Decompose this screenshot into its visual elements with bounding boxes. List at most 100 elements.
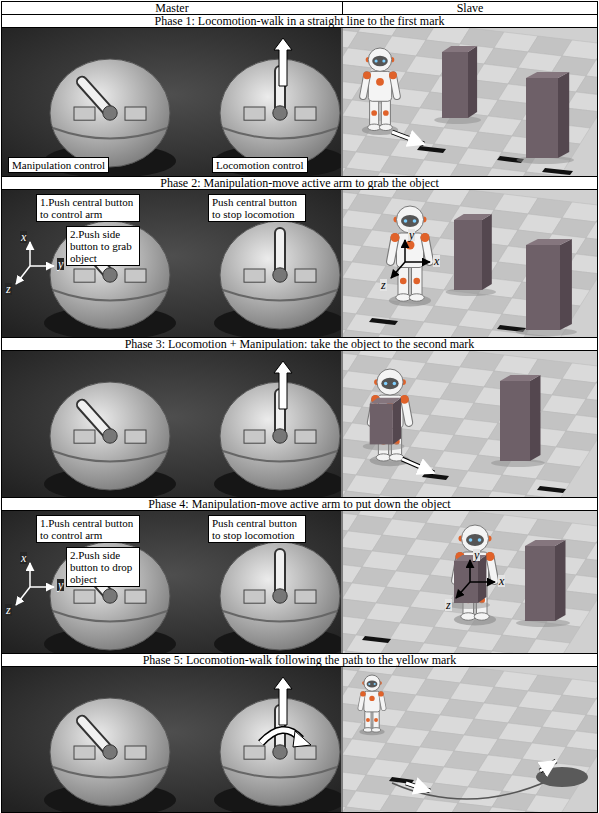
device-dome bbox=[220, 542, 340, 650]
axis-line bbox=[16, 587, 30, 605]
robot-chest bbox=[406, 241, 415, 250]
robot-eye bbox=[375, 59, 378, 62]
robot-shadow bbox=[389, 295, 431, 307]
robot-knee bbox=[383, 110, 389, 116]
device-motor bbox=[295, 269, 316, 282]
direction-arrow bbox=[402, 459, 434, 473]
phase-header: Phase 2: Manipulation-move active arm to… bbox=[1, 176, 598, 190]
stylus-joint bbox=[103, 429, 117, 443]
device-dome bbox=[50, 698, 170, 806]
floor-mark bbox=[422, 473, 449, 480]
floor-tile bbox=[343, 807, 380, 812]
floor-mark bbox=[542, 168, 573, 175]
node-text: 2.Push side button to grab object bbox=[70, 228, 136, 264]
robot-eye bbox=[374, 683, 376, 685]
robot-leg bbox=[370, 100, 379, 126]
motion-arrow bbox=[274, 677, 292, 725]
device-motor bbox=[125, 746, 146, 759]
robot-shoulder bbox=[363, 71, 371, 79]
stylus-joint bbox=[103, 106, 117, 120]
device-rim bbox=[53, 128, 167, 139]
floor bbox=[343, 190, 597, 337]
box-top bbox=[500, 375, 541, 381]
instruction-callout: 2.Push side button to grab object bbox=[66, 226, 140, 266]
robot-chest bbox=[376, 78, 384, 86]
device-motor bbox=[244, 107, 265, 120]
instruction-callout: Push central button to stop locomotion bbox=[208, 515, 306, 543]
node-text: Phase 3: Locomotion + Manipulation: take… bbox=[2, 338, 597, 350]
robot-leg bbox=[381, 100, 390, 126]
robot-face bbox=[372, 56, 388, 66]
stylus-joint bbox=[273, 429, 287, 443]
robot-foot bbox=[461, 613, 476, 621]
robot-knee bbox=[366, 718, 370, 722]
robot-foot bbox=[372, 728, 381, 733]
stylus-joint bbox=[273, 745, 287, 759]
box-front bbox=[500, 381, 530, 461]
floor-tile bbox=[343, 330, 380, 337]
device-dome bbox=[50, 542, 170, 650]
turn-arrow-head bbox=[293, 731, 311, 747]
motion-arrow bbox=[274, 38, 292, 86]
phase-header: Phase 5: Locomotion-walk following the p… bbox=[1, 653, 598, 667]
axis-line bbox=[30, 265, 54, 267]
device-motor bbox=[244, 269, 265, 282]
box-front bbox=[370, 404, 393, 445]
device-motor bbox=[74, 590, 95, 603]
box-side bbox=[555, 540, 566, 621]
stylus-joint bbox=[103, 268, 117, 282]
axis-line bbox=[405, 261, 430, 263]
axis-label: z bbox=[5, 604, 12, 616]
device-rim bbox=[223, 611, 337, 622]
device-dome bbox=[50, 382, 170, 490]
stylus-joint bbox=[273, 268, 287, 282]
floor-tile bbox=[448, 487, 492, 497]
box-side bbox=[560, 239, 572, 330]
direction-arrow-outline bbox=[540, 761, 556, 771]
node-text: Phase 1: Locomotion-walk in a straight l… bbox=[2, 15, 597, 27]
axis-label: y bbox=[57, 258, 64, 270]
floor-tile bbox=[516, 811, 560, 812]
robot-knee bbox=[374, 718, 378, 722]
device-dome bbox=[220, 221, 340, 329]
floor bbox=[343, 667, 597, 812]
photo-background bbox=[2, 667, 341, 812]
robot-leg bbox=[373, 711, 379, 729]
node-text: Phase 4: Manipulation-move active arm to… bbox=[2, 498, 597, 510]
slave-simulation bbox=[343, 28, 597, 176]
robot-shoulder bbox=[400, 395, 409, 404]
box-side bbox=[530, 375, 541, 461]
robot-foot bbox=[474, 613, 489, 621]
direction-arrow bbox=[406, 783, 430, 791]
box-top bbox=[454, 214, 492, 220]
node-text: Locomotion control bbox=[216, 159, 304, 171]
floor-tile bbox=[414, 483, 458, 497]
device-motor bbox=[125, 107, 146, 120]
device-motor bbox=[125, 590, 146, 603]
device-motor bbox=[74, 107, 95, 120]
robot-shoulder bbox=[391, 233, 400, 242]
floor-tile bbox=[482, 168, 526, 176]
direction-arrow-outline bbox=[402, 459, 434, 473]
robot-eye bbox=[382, 59, 385, 62]
axis-line bbox=[456, 582, 470, 598]
robot-head bbox=[462, 525, 489, 552]
axis-label: y bbox=[473, 549, 480, 561]
robot-face bbox=[401, 215, 419, 227]
floor-tile bbox=[448, 326, 492, 337]
master-photo bbox=[2, 667, 341, 812]
floor-tile bbox=[370, 811, 414, 812]
robot-leg bbox=[398, 266, 409, 296]
floor-tile bbox=[414, 322, 458, 337]
instruction-callout: 2.Push side button to drop object bbox=[66, 547, 140, 587]
walking-path bbox=[392, 779, 552, 799]
control-tag: Locomotion control bbox=[212, 157, 308, 173]
box-side bbox=[482, 214, 492, 290]
node-text: 1.Push central button to control arm bbox=[40, 517, 136, 541]
slave-simulation bbox=[343, 351, 597, 497]
device-rim bbox=[53, 767, 167, 778]
device-dome bbox=[50, 59, 170, 167]
robot-eye bbox=[368, 683, 370, 685]
